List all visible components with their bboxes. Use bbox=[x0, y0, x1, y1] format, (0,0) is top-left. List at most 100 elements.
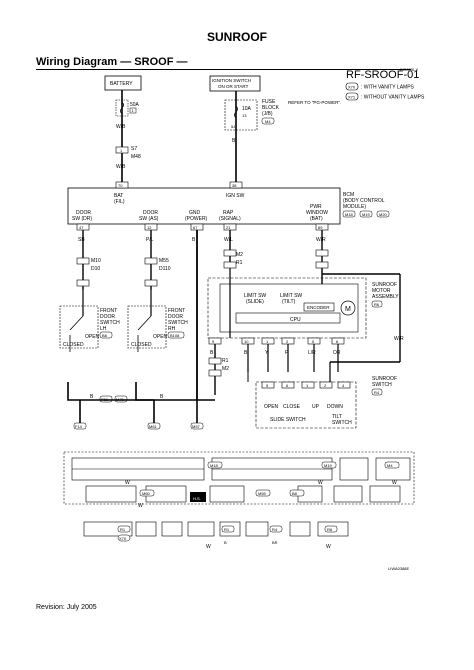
svg-text:R6: R6 bbox=[374, 302, 380, 307]
svg-text:B: B bbox=[224, 540, 227, 545]
svg-text:H.S.: H.S. bbox=[193, 496, 201, 501]
battery: BATTERY 50A 1 W/B 1 S7 M48 W/B bbox=[104, 75, 142, 182]
svg-text:BCM: BCM bbox=[343, 192, 354, 198]
svg-text:M18: M18 bbox=[210, 463, 219, 468]
svg-text:BATTERY: BATTERY bbox=[110, 81, 133, 87]
svg-text:9: 9 bbox=[212, 339, 215, 344]
legend-code: X70 bbox=[348, 85, 356, 90]
svg-text:R1: R1 bbox=[236, 260, 243, 266]
svg-text:M10: M10 bbox=[91, 258, 101, 264]
motor-wire-colors: B B Y P L/R OR W/R M2 R1 bbox=[210, 336, 404, 372]
svg-text:W: W bbox=[138, 503, 143, 509]
svg-text:1: 1 bbox=[306, 383, 309, 388]
svg-text:ENCODER: ENCODER bbox=[307, 305, 330, 310]
svg-text:LIMIT SW: LIMIT SW bbox=[244, 293, 266, 299]
svg-text:M55: M55 bbox=[258, 491, 267, 496]
svg-text:RH: RH bbox=[168, 326, 176, 332]
svg-text:W/R: W/R bbox=[394, 336, 404, 342]
connector-pin bbox=[223, 261, 237, 269]
svg-text:10A: 10A bbox=[242, 106, 252, 112]
svg-text:2: 2 bbox=[324, 383, 327, 388]
svg-text:W: W bbox=[318, 480, 323, 486]
svg-text:DOOR: DOOR bbox=[76, 210, 91, 216]
svg-text:OPEN: OPEN bbox=[153, 334, 168, 340]
svg-text:B: B bbox=[210, 350, 214, 356]
svg-text:M4: M4 bbox=[265, 119, 271, 124]
svg-text:UP: UP bbox=[312, 404, 320, 410]
legend-code: X71 bbox=[348, 95, 356, 100]
svg-text:38: 38 bbox=[232, 183, 237, 188]
legend: X70 : WITH VANITY LAMPS X71 : WITHOUT VA… bbox=[345, 82, 425, 101]
svg-text:D110: D110 bbox=[159, 266, 171, 272]
svg-text:P: P bbox=[285, 350, 289, 356]
svg-text:50A: 50A bbox=[130, 102, 140, 108]
svg-text:12: 12 bbox=[147, 225, 152, 230]
svg-text:B: B bbox=[244, 350, 248, 356]
bcm-module: 70 BAT (F/L) 38 IGN SW BCM (BODY CONTROL… bbox=[67, 181, 390, 231]
svg-text:SWITCH: SWITCH bbox=[332, 420, 352, 426]
connector-pin bbox=[208, 369, 222, 377]
svg-text:B108: B108 bbox=[170, 333, 180, 338]
svg-text:1: 1 bbox=[120, 148, 123, 153]
svg-text:S7: S7 bbox=[131, 146, 137, 152]
svg-text:M55: M55 bbox=[159, 258, 169, 264]
svg-text:LH: LH bbox=[100, 326, 107, 332]
svg-text:R4: R4 bbox=[272, 527, 278, 532]
title-rule bbox=[36, 69, 411, 70]
svg-text:M18: M18 bbox=[345, 212, 354, 217]
svg-text:LIMIT SW: LIMIT SW bbox=[280, 293, 302, 299]
connector-pin bbox=[315, 261, 329, 269]
svg-text:W/L: W/L bbox=[224, 237, 233, 243]
svg-text:B: B bbox=[192, 237, 196, 243]
svg-text:FRONT: FRONT bbox=[100, 308, 117, 314]
ground-labels: B B F58 M70 F14 M61 M57 bbox=[73, 394, 204, 430]
svg-text:M4: M4 bbox=[387, 463, 393, 468]
svg-text:(BODY CONTROL: (BODY CONTROL bbox=[343, 198, 385, 204]
connector-views bbox=[63, 451, 415, 537]
svg-text:5: 5 bbox=[312, 339, 315, 344]
svg-text:MODULE): MODULE) bbox=[343, 204, 366, 210]
svg-text:W: W bbox=[206, 544, 211, 550]
svg-text:10: 10 bbox=[244, 339, 249, 344]
rap-pwr-labels: W/L W/R M2 R1 bbox=[224, 237, 326, 266]
svg-text:M48: M48 bbox=[131, 154, 141, 160]
svg-text:W/B: W/B bbox=[116, 124, 126, 130]
svg-text:47: 47 bbox=[79, 225, 84, 230]
svg-text:GND: GND bbox=[189, 210, 201, 216]
svg-text:(BAT): (BAT) bbox=[310, 216, 323, 222]
svg-text:X70: X70 bbox=[119, 536, 127, 541]
svg-text:M19: M19 bbox=[362, 212, 371, 217]
svg-text:B: B bbox=[90, 394, 94, 400]
svg-text:BAT: BAT bbox=[114, 193, 123, 199]
svg-text:W: W bbox=[326, 544, 331, 550]
svg-text:SLIDE SWITCH: SLIDE SWITCH bbox=[270, 417, 306, 423]
svg-text:SB: SB bbox=[78, 237, 85, 243]
svg-text:SW (DR): SW (DR) bbox=[72, 216, 92, 222]
svg-text:W: W bbox=[392, 480, 397, 486]
svg-text:(J/B): (J/B) bbox=[262, 111, 273, 117]
svg-text:PWR: PWR bbox=[310, 204, 322, 210]
svg-text:REFER TO "PG-POWER".: REFER TO "PG-POWER". bbox=[288, 100, 341, 105]
svg-text:CLOSED: CLOSED bbox=[131, 342, 152, 348]
svg-text:W/B: W/B bbox=[116, 164, 126, 170]
svg-text:DOWN: DOWN bbox=[327, 404, 343, 410]
svg-text:OPEN: OPEN bbox=[264, 404, 279, 410]
svg-text:5: 5 bbox=[266, 383, 269, 388]
svg-text:B8: B8 bbox=[292, 491, 298, 496]
svg-text:FRONT: FRONT bbox=[168, 308, 185, 314]
connector-labels: M18 M19 M4 M60 M55 H.S. B8 R1 R1 R4 R6 X… bbox=[117, 461, 400, 550]
svg-text:M2: M2 bbox=[222, 366, 229, 372]
svg-text:L/R: L/R bbox=[308, 350, 316, 356]
svg-text:M20: M20 bbox=[379, 212, 388, 217]
svg-text:TILT: TILT bbox=[332, 414, 342, 420]
ground-circuit bbox=[67, 382, 215, 423]
svg-text:W/R: W/R bbox=[316, 237, 326, 243]
svg-text:SWITCH: SWITCH bbox=[100, 320, 120, 326]
svg-text:ON OR START: ON OR START bbox=[218, 84, 249, 89]
legend-text: : WITHOUT VANITY LAMPS bbox=[361, 95, 425, 101]
svg-text:CPU: CPU bbox=[290, 317, 301, 323]
svg-text:B: B bbox=[160, 394, 164, 400]
svg-text:MOTOR: MOTOR bbox=[372, 288, 391, 294]
svg-text:6: 6 bbox=[286, 383, 289, 388]
